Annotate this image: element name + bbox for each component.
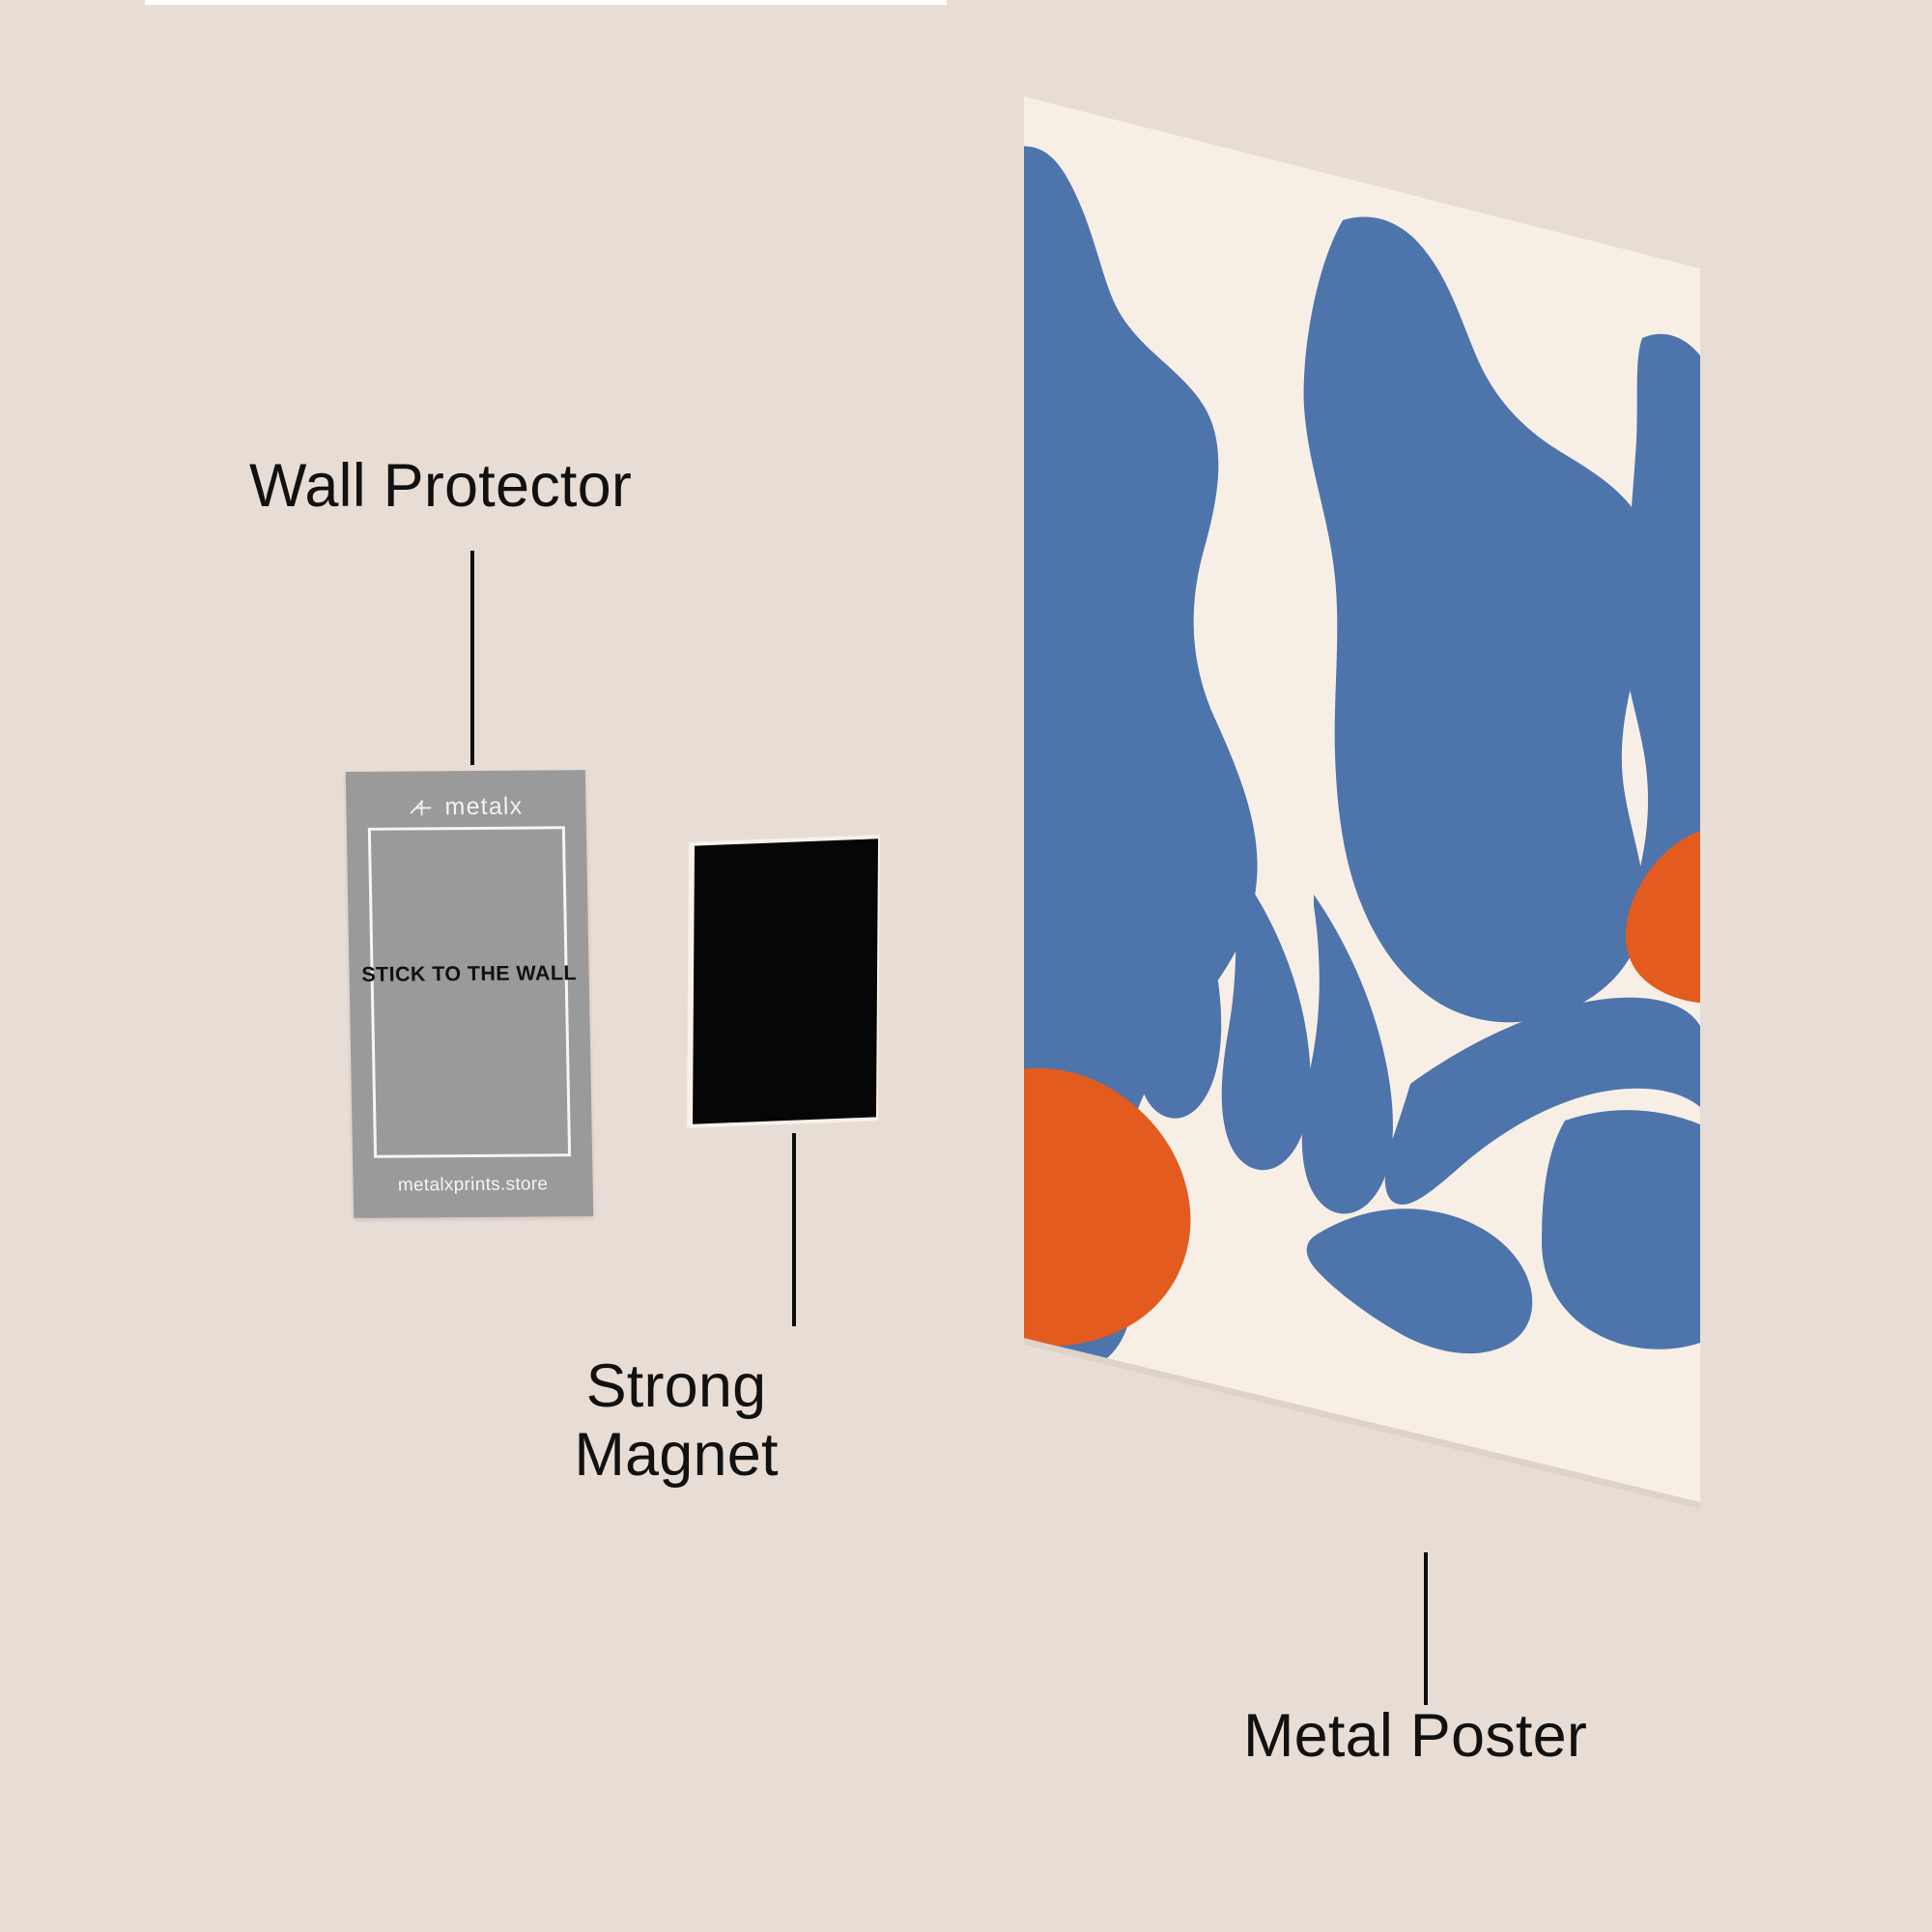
strong-magnet[interactable] — [692, 838, 879, 1124]
card-headline: STICK TO THE WALL — [361, 961, 578, 986]
leader-line-strong-magnet — [792, 1133, 796, 1326]
top-white-band — [145, 0, 947, 5]
blue-leaf-2 — [1221, 869, 1311, 1171]
blue-leaf-1 — [1135, 850, 1222, 1119]
card-website: metalxprints.store — [397, 1174, 549, 1196]
callout-label-metal-poster: Metal Poster — [1242, 1702, 1588, 1770]
blue-shape-left — [1024, 146, 1258, 1372]
poster-top-edge — [1024, 97, 1700, 276]
poster-bottom-edge — [1024, 1338, 1700, 1509]
orange-shape-left — [1024, 1067, 1191, 1347]
blue-shape-center-upper — [1303, 216, 1653, 1023]
callout-label-strong-magnet-line2: Magnet — [574, 1420, 779, 1489]
callout-label-wall-protector: Wall Protector — [249, 452, 633, 520]
brand-logo: metalx — [346, 792, 586, 822]
blue-shape-right-strip — [1622, 333, 1700, 968]
blue-sweep-band — [1384, 997, 1700, 1205]
metal-poster-artwork — [1024, 97, 1700, 1509]
leader-line-metal-poster — [1424, 1552, 1428, 1705]
card-inner-frame — [367, 826, 572, 1158]
metalx-cross-icon — [410, 799, 432, 815]
metal-poster[interactable] — [1024, 97, 1700, 1642]
callout-label-strong-magnet-line1: Strong — [585, 1352, 767, 1420]
brand-name: metalx — [444, 792, 524, 821]
wall-protector-card[interactable]: metalx STICK TO THE WALL metalxprints.st… — [345, 770, 594, 1218]
blue-shape-right-lower — [1542, 1110, 1700, 1350]
blue-leaf-3 — [1301, 895, 1393, 1214]
orange-shape-right — [1625, 831, 1700, 1003]
poster-art-group — [1024, 97, 1700, 1502]
leader-line-wall-protector — [470, 551, 474, 765]
blue-blob-bottom — [1306, 1208, 1533, 1354]
